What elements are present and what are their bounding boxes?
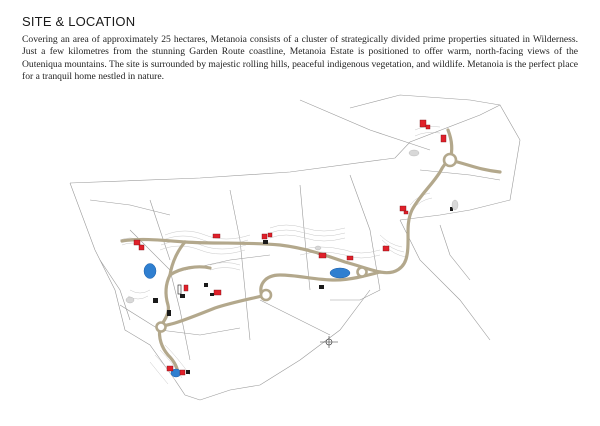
- ponds: [143, 263, 351, 378]
- site-boundary: [69, 94, 521, 401]
- vegetation-patches: [125, 149, 459, 304]
- north-arrow-icon: [320, 336, 338, 348]
- contour-lines: [119, 126, 441, 385]
- outbuildings: [153, 207, 453, 374]
- house-markers: [133, 119, 447, 376]
- page-title: SITE & LOCATION: [22, 14, 136, 29]
- roundabouts: [155, 152, 458, 333]
- intro-paragraph: Covering an area of approximately 25 hec…: [22, 34, 578, 83]
- site-plan: [69, 94, 521, 401]
- road-network: [120, 128, 502, 377]
